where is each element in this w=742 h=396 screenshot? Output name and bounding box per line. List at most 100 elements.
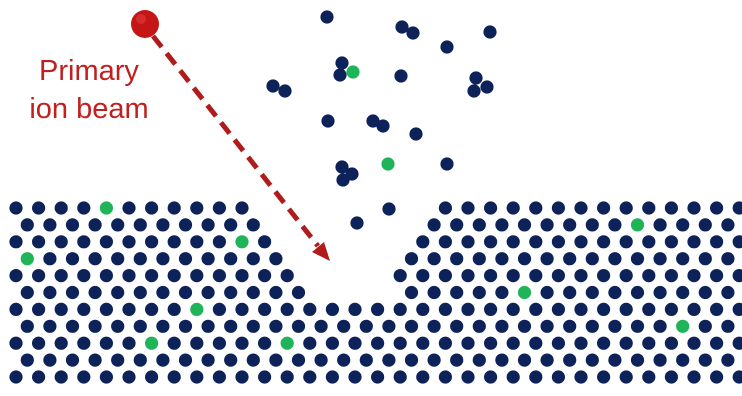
lattice-atom — [529, 235, 543, 249]
lattice-atom — [642, 201, 656, 215]
lattice-atom — [404, 319, 419, 333]
lattice-atom — [540, 252, 554, 266]
lattice-atom — [484, 269, 498, 283]
lattice-atom — [359, 353, 373, 367]
lattice-atom — [111, 319, 125, 333]
lattice-atom — [201, 218, 215, 232]
lattice-atom — [461, 201, 475, 215]
lattice-atom — [461, 302, 475, 316]
lattice-atom — [506, 370, 520, 384]
lattice-atom — [619, 235, 633, 249]
lattice-atom — [280, 370, 294, 384]
lattice-atom — [563, 285, 577, 300]
lattice-atom — [450, 319, 464, 333]
lattice-atom — [472, 285, 486, 300]
lattice-atom — [167, 336, 181, 350]
lattice-atom — [65, 285, 80, 300]
crystal-lattice — [9, 201, 742, 384]
lattice-atom — [698, 285, 712, 300]
lattice-atom — [212, 269, 226, 283]
lattice-atom — [325, 302, 339, 316]
lattice-atom — [371, 336, 385, 350]
lattice-atom — [190, 235, 204, 249]
lattice-atom — [551, 201, 566, 215]
lattice-atom — [111, 353, 125, 367]
lattice-atom — [201, 285, 215, 300]
lattice-atom — [698, 353, 712, 367]
lattice-atom — [235, 336, 249, 350]
lattice-atom — [450, 353, 464, 367]
lattice-atom — [393, 370, 407, 384]
lattice-atom — [156, 353, 170, 367]
lattice-atom — [698, 319, 712, 333]
lattice-atom — [619, 370, 633, 384]
lattice-atom — [269, 319, 283, 333]
lattice-atom — [664, 370, 679, 384]
lattice-atom — [133, 319, 147, 333]
lattice-atom — [212, 235, 226, 249]
lattice-atom — [619, 201, 633, 215]
lattice-atom — [676, 218, 690, 232]
sputtered-atom — [366, 114, 380, 128]
dopant-atom — [630, 218, 645, 232]
lattice-atom — [190, 370, 204, 384]
lattice-atom — [450, 285, 464, 300]
lattice-atom — [224, 252, 238, 266]
lattice-atom — [710, 269, 724, 283]
lattice-atom — [540, 353, 554, 367]
lattice-atom — [506, 336, 520, 350]
lattice-atom — [732, 235, 742, 249]
lattice-atom — [43, 252, 57, 266]
lattice-atom — [337, 319, 351, 333]
lattice-atom — [416, 302, 430, 316]
lattice-atom — [619, 269, 633, 283]
lattice-atom — [710, 336, 724, 350]
dopant-atom — [20, 252, 34, 266]
lattice-atom — [676, 353, 690, 367]
lattice-atom — [653, 353, 667, 367]
lattice-atom — [540, 285, 554, 300]
lattice-atom — [608, 285, 622, 300]
lattice-atom — [653, 285, 667, 300]
lattice-atom — [597, 370, 611, 384]
lattice-atom — [325, 336, 339, 350]
lattice-atom — [43, 353, 57, 367]
lattice-atom — [65, 218, 80, 232]
lattice-atom — [427, 353, 441, 367]
primary-ion-beam-label: Primary ion beam — [29, 55, 149, 125]
sputtered-dopant-atom — [381, 157, 395, 171]
lattice-atom — [540, 319, 554, 333]
lattice-atom — [732, 302, 742, 316]
dopant-atom — [280, 336, 294, 350]
lattice-atom — [99, 235, 113, 249]
dopant-atom — [235, 235, 249, 249]
lattice-atom — [65, 319, 80, 333]
lattice-atom — [88, 319, 102, 333]
lattice-atom — [9, 370, 23, 384]
lattice-atom — [732, 370, 742, 384]
lattice-atom — [529, 201, 543, 215]
lattice-atom — [269, 353, 283, 367]
lattice-atom — [427, 252, 441, 266]
sputtered-atom — [467, 84, 481, 98]
lattice-atom — [133, 285, 147, 300]
lattice-atom — [732, 269, 742, 283]
lattice-atom — [178, 353, 193, 367]
lattice-atom — [642, 302, 656, 316]
lattice-atom — [31, 302, 46, 316]
lattice-atom — [314, 319, 328, 333]
lattice-atom — [371, 302, 385, 316]
lattice-atom — [337, 353, 351, 367]
lattice-atom — [20, 285, 34, 300]
lattice-atom — [495, 353, 509, 367]
lattice-atom — [597, 302, 611, 316]
lattice-atom — [88, 285, 102, 300]
lattice-atom — [145, 370, 159, 384]
lattice-atom — [630, 353, 645, 367]
lattice-atom — [438, 336, 452, 350]
lattice-atom — [31, 201, 46, 215]
lattice-atom — [43, 218, 57, 232]
sputtered-atom — [440, 40, 454, 54]
lattice-atom — [461, 235, 475, 249]
lattice-atom — [563, 353, 577, 367]
